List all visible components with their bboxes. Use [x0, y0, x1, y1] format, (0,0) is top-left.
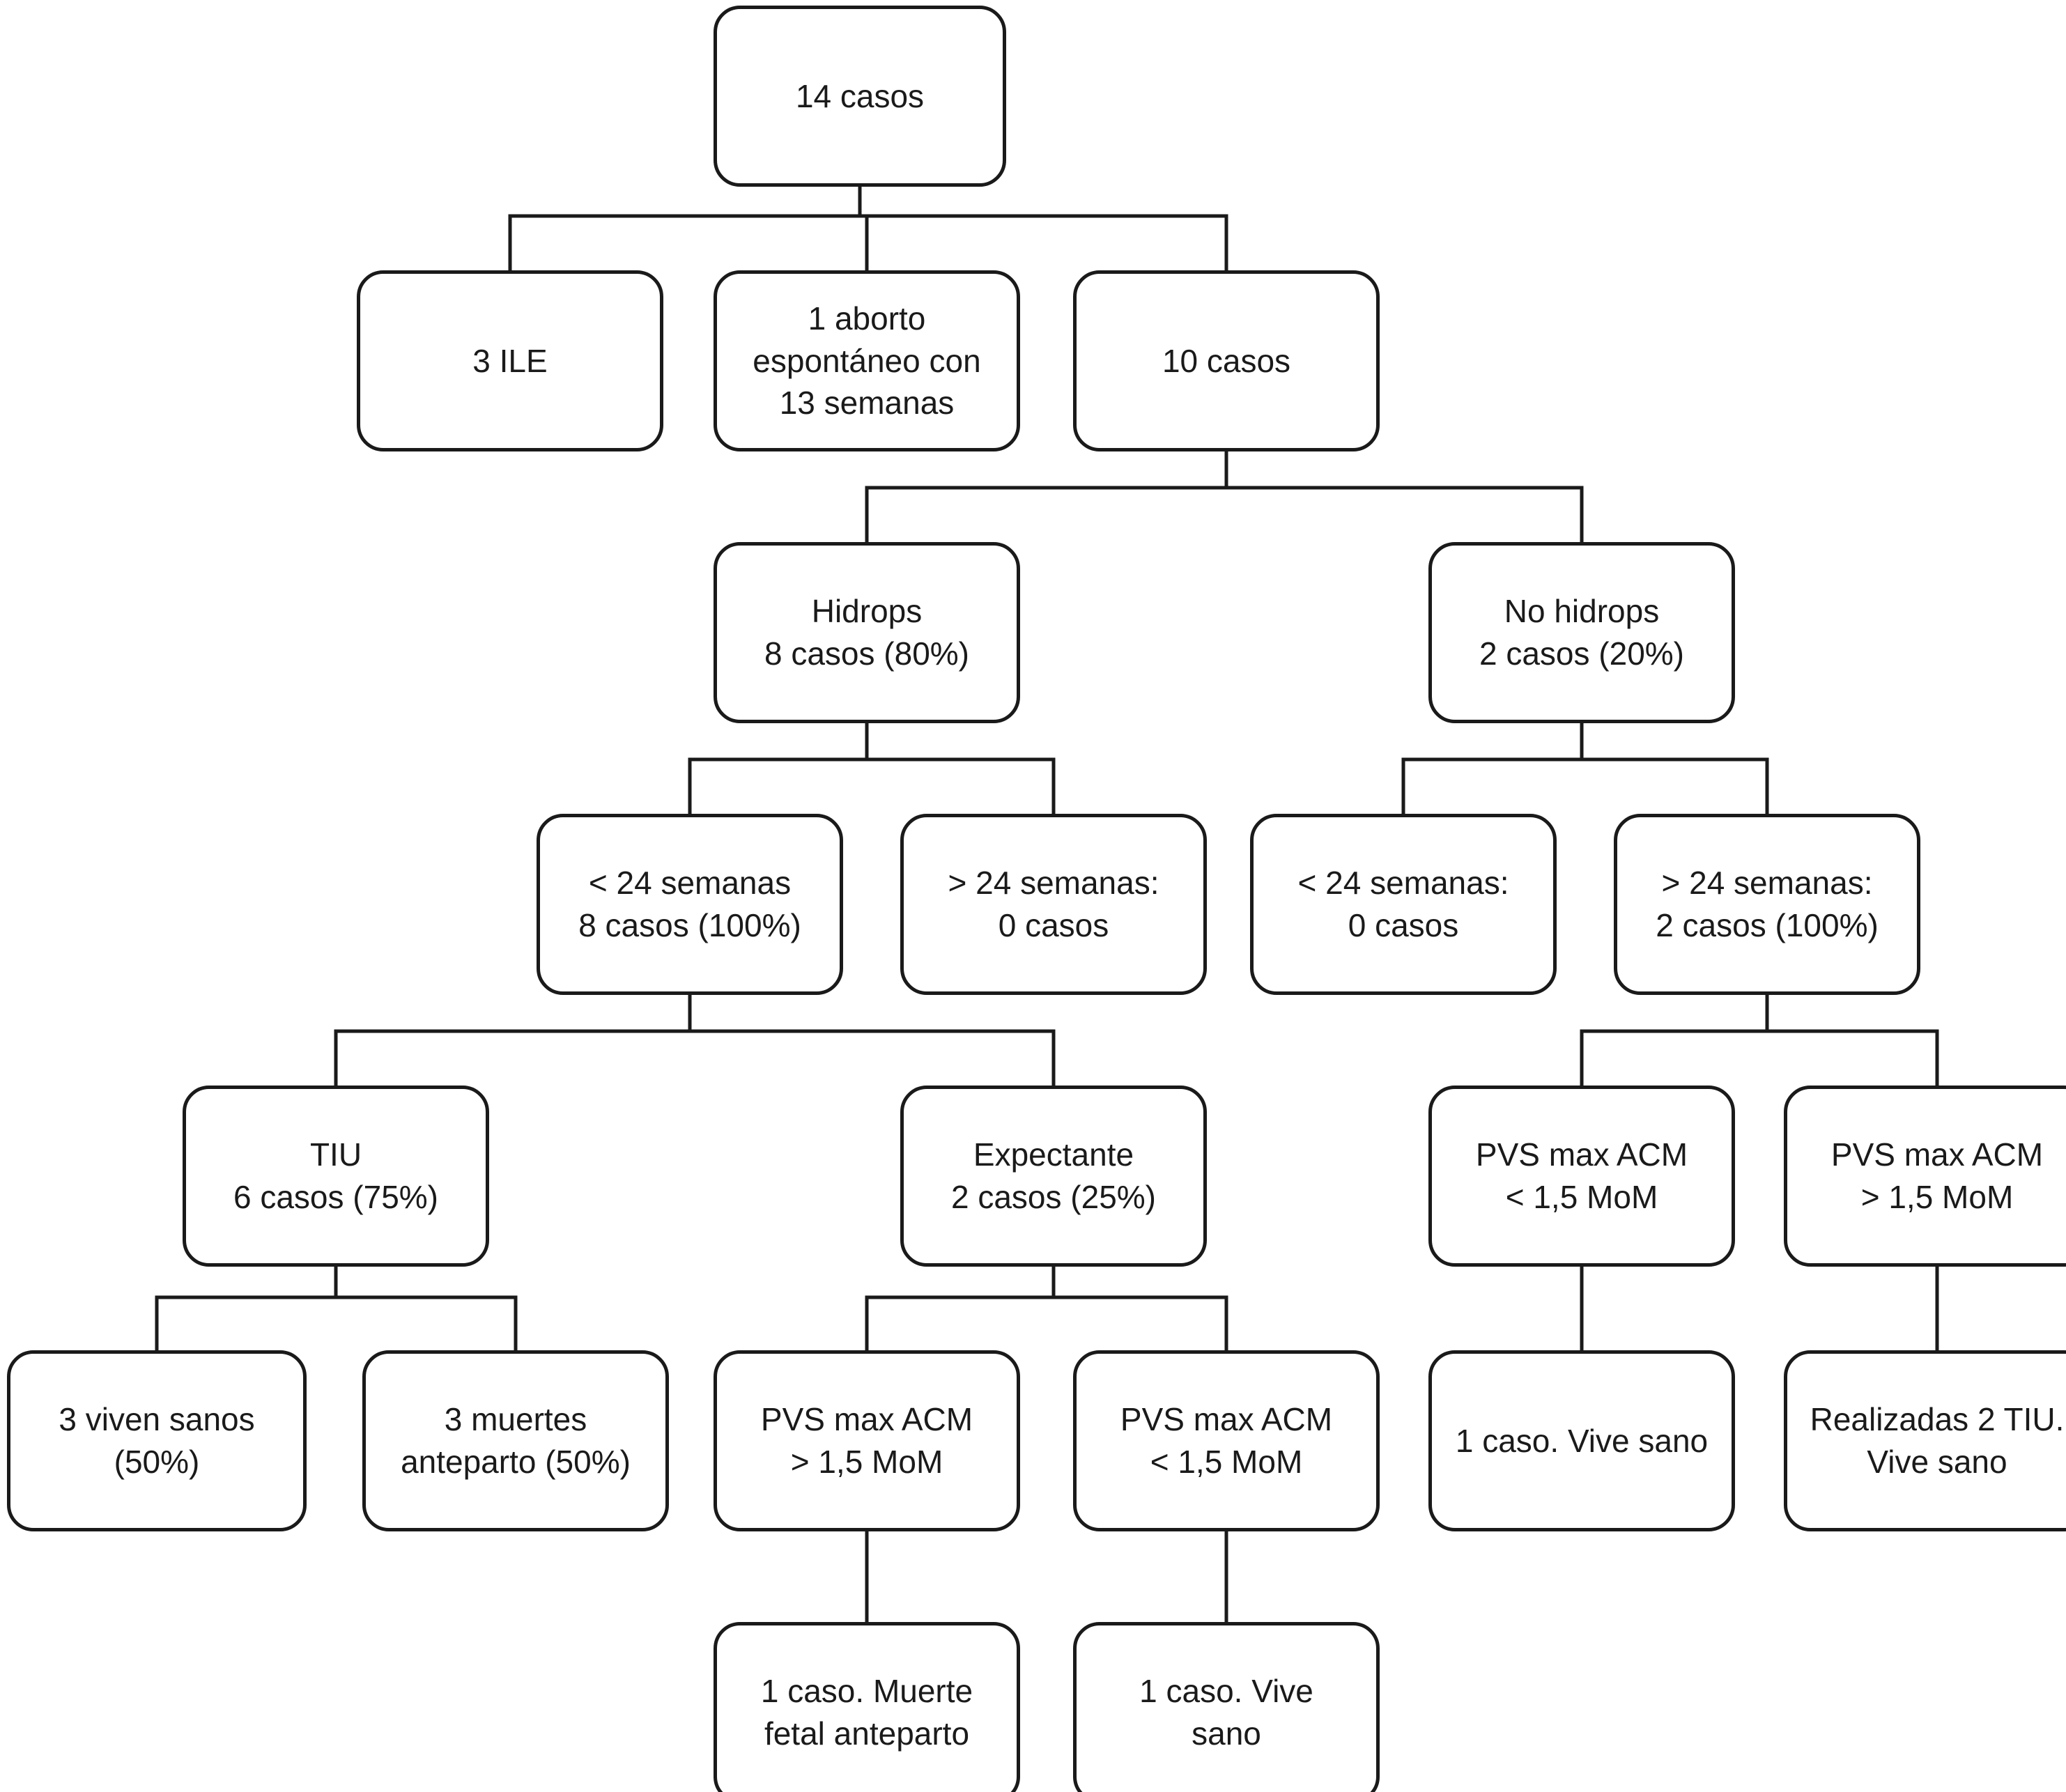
node-label: < 24 semanas 8 casos (100%) — [578, 865, 801, 943]
node-label: 1 caso. Vive sano — [1139, 1673, 1313, 1752]
node-label: 3 ILE — [472, 342, 548, 379]
node-no-hidrops: No hidrops 2 casos (20%) — [1428, 542, 1735, 723]
node-label: 1 caso. Muerte fetal anteparto — [760, 1673, 973, 1752]
node-pvs-max-acm-mayor-15-mom-center: PVS max ACM > 1,5 MoM — [714, 1350, 1020, 1531]
node-3-muertes-anteparto: 3 muertes anteparto (50%) — [362, 1350, 669, 1531]
node-pvs-max-acm-menor-15-mom-center: PVS max ACM < 1,5 MoM — [1073, 1350, 1380, 1531]
node-label: Hidrops 8 casos (80%) — [764, 593, 969, 672]
node-label: 1 aborto espontáneo con 13 semanas — [753, 300, 981, 422]
node-label: PVS max ACM > 1,5 MoM — [1830, 1136, 2044, 1215]
node-label: 10 casos — [1162, 342, 1291, 379]
node-label: 14 casos — [795, 77, 925, 114]
node-label: < 24 semanas: 0 casos — [1297, 865, 1509, 943]
node-label: 1 caso. Vive sano — [1455, 1422, 1709, 1459]
node-pvs-max-acm-mayor-15-mom-right: PVS max ACM > 1,5 MoM — [1784, 1086, 2066, 1267]
node-10-casos: 10 casos — [1073, 270, 1380, 451]
node-label: No hidrops 2 casos (20%) — [1479, 593, 1684, 672]
node-1-caso-vive-sano-right: 1 caso. Vive sano — [1428, 1350, 1735, 1531]
node-label: > 24 semanas: 2 casos (100%) — [1656, 865, 1879, 943]
node-hidrops-mayor-24-semanas: > 24 semanas: 0 casos — [900, 814, 1207, 995]
node-expectante: Expectante 2 casos (25%) — [900, 1086, 1207, 1267]
node-no-hidrops-mayor-24-semanas: > 24 semanas: 2 casos (100%) — [1614, 814, 1920, 995]
node-label: 3 muertes anteparto (50%) — [401, 1401, 631, 1480]
node-label: PVS max ACM < 1,5 MoM — [1120, 1401, 1333, 1480]
node-no-hidrops-menor-24-semanas: < 24 semanas: 0 casos — [1250, 814, 1557, 995]
node-hidrops: Hidrops 8 casos (80%) — [714, 542, 1020, 723]
node-label: PVS max ACM < 1,5 MoM — [1475, 1136, 1688, 1215]
node-label: TIU 6 casos (75%) — [233, 1136, 438, 1215]
node-3-ile: 3 ILE — [357, 270, 663, 451]
node-tiu: TIU 6 casos (75%) — [183, 1086, 489, 1267]
node-hidrops-menor-24-semanas: < 24 semanas 8 casos (100%) — [537, 814, 843, 995]
node-label: 3 viven sanos (50%) — [59, 1401, 255, 1480]
node-pvs-max-acm-menor-15-mom-right: PVS max ACM < 1,5 MoM — [1428, 1086, 1735, 1267]
node-aborto-espontaneo: 1 aborto espontáneo con 13 semanas — [714, 270, 1020, 451]
node-1-caso-muerte-fetal-anteparto: 1 caso. Muerte fetal anteparto — [714, 1622, 1020, 1792]
node-1-caso-vive-sano-center: 1 caso. Vive sano — [1073, 1622, 1380, 1792]
node-label: PVS max ACM > 1,5 MoM — [760, 1401, 973, 1480]
node-realizadas-2-tiu: Realizadas 2 TIU. Vive sano — [1784, 1350, 2066, 1531]
node-3-viven-sanos: 3 viven sanos (50%) — [7, 1350, 307, 1531]
node-label: > 24 semanas: 0 casos — [948, 865, 1159, 943]
root-14-casos: 14 casos — [714, 6, 1006, 187]
node-label: Expectante 2 casos (25%) — [950, 1136, 1156, 1215]
node-label: Realizadas 2 TIU. Vive sano — [1810, 1401, 2065, 1480]
